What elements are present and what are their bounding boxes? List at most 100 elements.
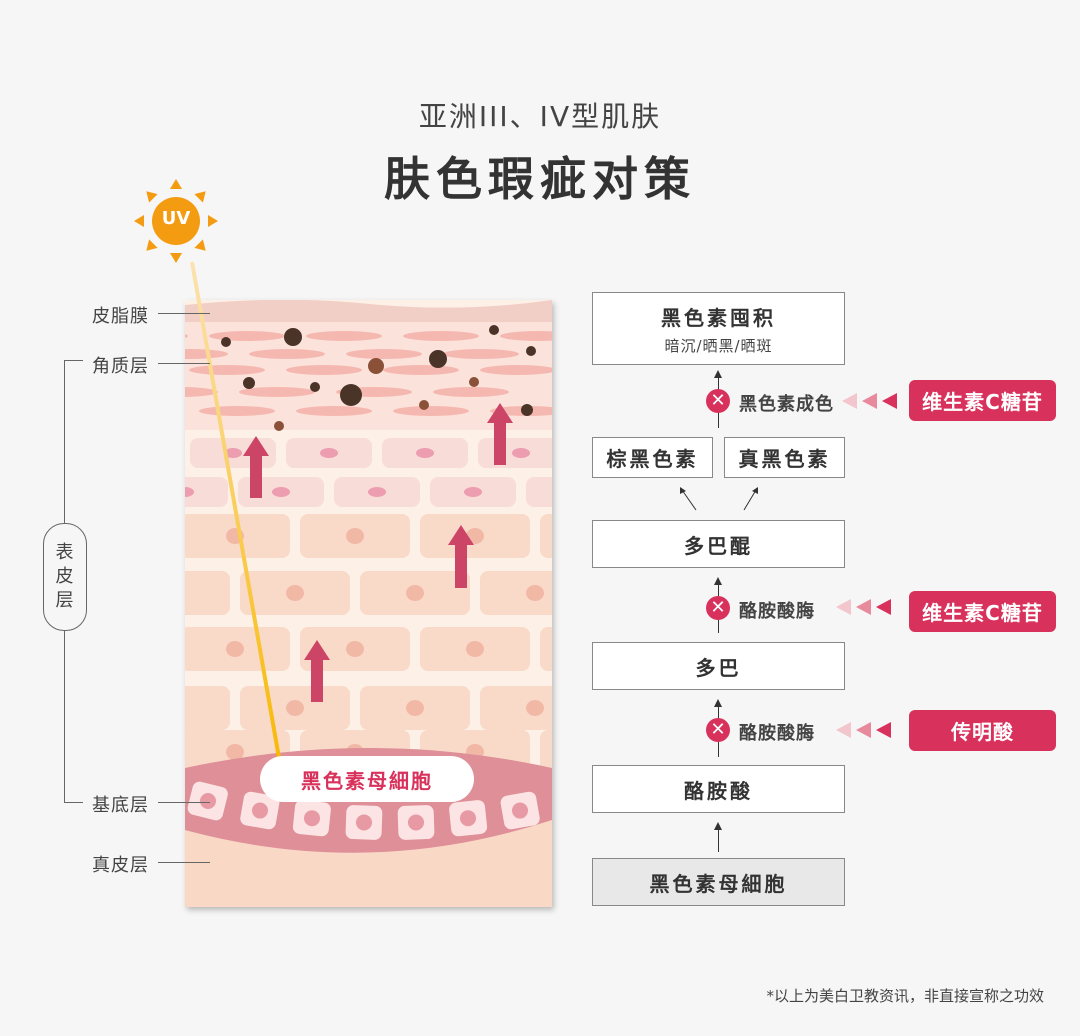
cell-nucleus	[512, 802, 528, 819]
arrow-up-icon	[714, 577, 722, 585]
disclaimer: *以上为美白卫教资讯，非直接宣称之功效	[766, 987, 1044, 1005]
sun-ray	[194, 239, 206, 251]
arrow-up-icon	[448, 525, 474, 588]
cell-nucleus	[252, 802, 268, 819]
cell-nucleus	[346, 528, 364, 544]
arrow-up-icon	[243, 436, 269, 498]
sun-ray	[146, 191, 158, 203]
horny-cell	[199, 406, 275, 416]
cell-nucleus	[224, 448, 242, 458]
sun-ray	[194, 191, 206, 203]
label-horny: 角质层	[92, 356, 149, 377]
subtitle: 亚洲III、IV型肌肤	[418, 100, 662, 133]
page-title: 肤色瑕疵对策	[384, 152, 696, 206]
cell-nucleus	[272, 487, 290, 497]
triangle-icon	[856, 722, 871, 738]
leader-line	[158, 313, 210, 314]
horny-cell	[480, 365, 552, 375]
horny-cell	[383, 365, 459, 375]
sebum-film	[185, 300, 552, 322]
cell-nucleus	[185, 487, 194, 497]
basal-cell	[551, 780, 594, 822]
horny-cell	[306, 331, 382, 341]
leader-line	[158, 862, 210, 863]
label-dermis: 真皮层	[92, 855, 149, 876]
leader-line	[158, 802, 210, 803]
uv-ray	[190, 261, 284, 776]
agent-badge: 传明酸	[909, 710, 1056, 751]
epidermal-cell	[540, 514, 552, 558]
melanin-granule	[489, 325, 499, 335]
triangle-icon	[836, 722, 851, 738]
leader-line	[158, 363, 210, 364]
block-x-icon: ✕	[706, 718, 730, 742]
triangle-icon	[876, 722, 891, 738]
cell-nucleus	[512, 448, 530, 458]
cell-nucleus	[166, 700, 184, 716]
cell-nucleus	[564, 793, 580, 809]
horny-cell	[189, 365, 265, 375]
cell-nucleus	[304, 810, 320, 827]
box-tyrosine: 酪胺酸	[592, 765, 845, 813]
melanin-granule	[221, 337, 231, 347]
label-basal: 基底层	[92, 795, 149, 816]
agent-badge: 维生素C糖苷	[909, 380, 1056, 421]
cell-nucleus	[586, 744, 604, 760]
melanin-granule	[310, 382, 320, 392]
flow-line	[718, 826, 719, 852]
uv-label: UV	[161, 208, 191, 229]
cell-nucleus	[406, 700, 424, 716]
agent-badge: 维生素C糖苷	[909, 591, 1056, 632]
split-arrows-icon	[680, 487, 758, 511]
horny-cell	[249, 349, 325, 359]
horny-cell	[443, 349, 519, 359]
sun-ray	[146, 239, 158, 251]
box-melanin-deposit: 黑色素囤积 暗沉/晒黑/晒斑	[592, 292, 845, 365]
melanin-granule	[340, 384, 362, 406]
melanin-granule	[368, 358, 384, 374]
cell-nucleus	[200, 793, 216, 809]
cell-nucleus	[526, 585, 544, 601]
inhibit-step: 酪胺酸脢	[739, 723, 815, 744]
box-dopaquinone: 多巴醌	[592, 520, 845, 568]
melanin-granule	[429, 350, 447, 368]
inhibit-step: 黑色素成色	[739, 394, 834, 415]
cell-nucleus	[408, 814, 424, 831]
horny-cell	[209, 331, 285, 341]
cell-nucleus	[320, 448, 338, 458]
label-sebum: 皮脂膜	[92, 306, 149, 327]
triangle-icon	[856, 599, 871, 615]
triangle-icon	[842, 393, 857, 409]
epidermal-cell	[185, 477, 228, 507]
horny-cell	[346, 349, 422, 359]
cell-nucleus	[416, 448, 434, 458]
cell-nucleus	[560, 487, 578, 497]
epidermal-cell	[185, 571, 230, 615]
arrow-up-icon	[714, 822, 722, 830]
triangle-icon	[882, 393, 897, 409]
horny-cell	[185, 387, 218, 397]
triangle-icon	[836, 599, 851, 615]
label-epidermis: 表 皮 层	[43, 523, 87, 631]
sun-ray	[134, 215, 144, 227]
sun-icon	[134, 179, 218, 263]
box-subtitle: 暗沉/晒黑/晒斑	[664, 336, 773, 355]
block-x-icon: ✕	[706, 596, 730, 620]
box-dopa: 多巴	[592, 642, 845, 690]
triangle-icon	[862, 393, 877, 409]
melanin-granule	[526, 346, 536, 356]
arrow-up-icon	[714, 699, 722, 707]
cell-nucleus	[356, 814, 372, 831]
horny-cell	[393, 406, 469, 416]
melanin-granule	[521, 404, 533, 416]
arrow-up-icon	[714, 370, 722, 378]
block-x-icon: ✕	[706, 389, 730, 413]
cell-nucleus	[286, 585, 304, 601]
cell-nucleus	[464, 487, 482, 497]
melanin-granule	[469, 377, 479, 387]
epidermal-cell	[480, 571, 552, 615]
arrow-up-icon	[304, 640, 330, 702]
cell-nucleus	[226, 641, 244, 657]
